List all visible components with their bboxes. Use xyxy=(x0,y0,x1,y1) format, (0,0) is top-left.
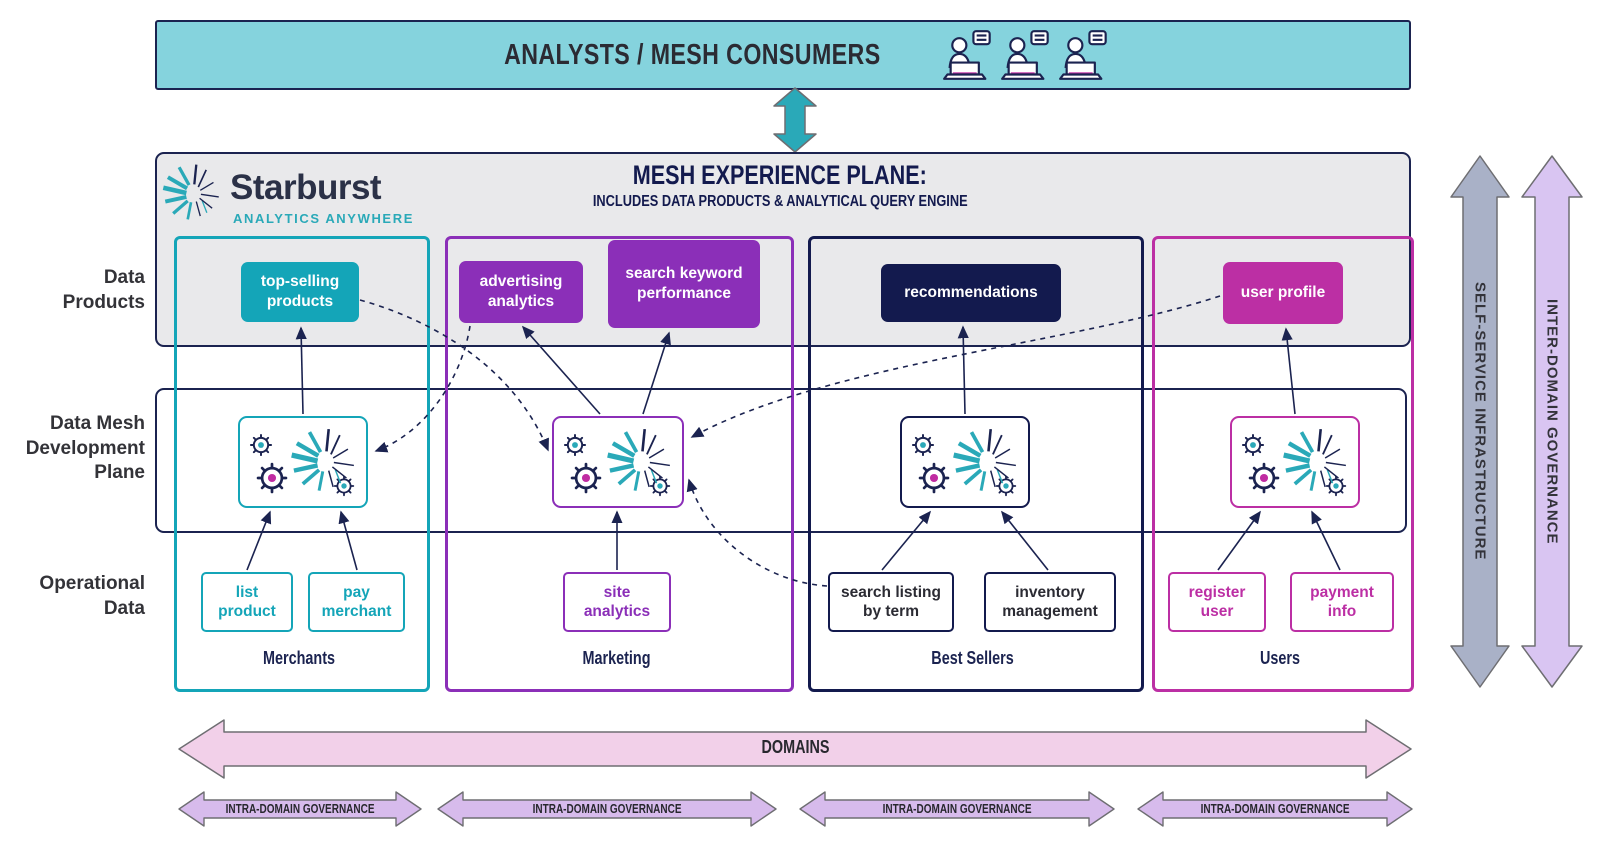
domain-label-best-sellers: Best Sellers xyxy=(808,648,1138,669)
analyst-group-icons xyxy=(943,29,1109,81)
data-product-advertising-analytics: advertising analytics xyxy=(459,261,583,323)
inter-domain-governance-arrow xyxy=(1521,155,1583,688)
inter-domain-governance-label: INTER-DOMAIN GOVERNANCE xyxy=(1543,298,1561,545)
dev-plane-box-best-sellers xyxy=(900,416,1030,508)
data-product-search-keyword-performance: search keyword performance xyxy=(608,240,760,328)
operational-pay-merchant: pay merchant xyxy=(308,572,405,632)
analysts-banner-label: ANALYSTS / MESH CONSUMERS xyxy=(503,38,881,71)
intra-label-best-sellers-text: INTRA-DOMAIN GOVERNANCE xyxy=(882,802,1032,816)
domain-label-best-sellers-text: Best Sellers xyxy=(931,648,1015,668)
gear-icon xyxy=(254,460,290,496)
operational-register-user: register user xyxy=(1168,572,1266,632)
domain-label-marketing-text: Marketing xyxy=(582,648,651,668)
operational-payment-info: payment info xyxy=(1290,572,1394,632)
gear-icon xyxy=(1246,460,1282,496)
domain-column-marketing xyxy=(445,236,794,692)
gear-icon xyxy=(562,432,588,458)
starburst-icon xyxy=(950,424,1024,498)
starburst-logo-tagline: ANALYTICS ANYWHERE xyxy=(233,211,414,226)
domain-label-users: Users xyxy=(1152,648,1408,669)
gear-icon xyxy=(916,460,952,496)
banner-plane-connector-arrow xyxy=(773,87,817,153)
intra-label-users-text: INTRA-DOMAIN GOVERNANCE xyxy=(1200,802,1350,816)
data-product-top-selling-products: top-selling products xyxy=(241,262,359,322)
domains-arrow-label-text: DOMAINS xyxy=(761,737,829,757)
gear-icon xyxy=(910,432,936,458)
gear-icon xyxy=(568,460,604,496)
intra-label-users: INTRA-DOMAIN GOVERNANCE xyxy=(1137,800,1413,818)
mesh-experience-plane-title: MESH EXPERIENCE PLANE: INCLUDES DATA PRO… xyxy=(300,160,1260,211)
intra-label-marketing: INTRA-DOMAIN GOVERNANCE xyxy=(437,800,777,818)
intra-label-best-sellers: INTRA-DOMAIN GOVERNANCE xyxy=(799,800,1115,818)
person-laptop-icon xyxy=(1001,29,1051,81)
intra-domain-governance-arrow-best-sellers xyxy=(799,791,1115,827)
starburst-logo-wordmark: Starburst xyxy=(230,168,382,207)
domain-label-marketing: Marketing xyxy=(445,648,788,669)
data-product-recommendations: recommendations xyxy=(881,264,1061,322)
operational-search-listing-by-term: search listing by term xyxy=(828,572,954,632)
operational-inventory-management: inventory management xyxy=(984,572,1116,632)
row-label-development-plane: Data Mesh Development Plane xyxy=(25,413,145,484)
row-label-operational-data: Operational Data xyxy=(39,573,145,619)
domains-arrow xyxy=(178,719,1412,779)
self-service-infrastructure-label: SELF-SERVICE INFRASTRUCTURE xyxy=(1471,282,1489,561)
intra-domain-governance-arrow-merchants xyxy=(178,791,422,827)
person-laptop-icon xyxy=(1059,29,1109,81)
plane-subtitle-text: INCLUDES DATA PRODUCTS & ANALYTICAL QUER… xyxy=(592,193,968,210)
operational-list-product: list product xyxy=(201,572,293,632)
domains-arrow-label: DOMAINS xyxy=(178,737,1412,758)
self-service-infrastructure-arrow xyxy=(1450,155,1510,688)
intra-domain-governance-arrow-marketing xyxy=(437,791,777,827)
row-label-data-products: Data Products xyxy=(62,267,145,313)
gear-icon xyxy=(1240,432,1266,458)
gear-icon xyxy=(248,432,274,458)
starburst-logo-icon xyxy=(160,160,226,226)
starburst-icon xyxy=(1280,424,1354,498)
data-product-user-profile: user profile xyxy=(1223,262,1343,324)
intra-label-merchants: INTRA-DOMAIN GOVERNANCE xyxy=(178,800,422,818)
domain-column-best-sellers xyxy=(808,236,1144,692)
domain-column-users xyxy=(1152,236,1414,692)
domain-column-merchants xyxy=(174,236,430,692)
dev-plane-box-marketing xyxy=(552,416,684,508)
starburst-icon xyxy=(604,424,678,498)
analysts-banner: ANALYSTS / MESH CONSUMERS xyxy=(155,20,1411,90)
operational-site-analytics: site analytics xyxy=(563,572,671,632)
intra-label-merchants-text: INTRA-DOMAIN GOVERNANCE xyxy=(225,802,375,816)
domain-label-merchants-text: Merchants xyxy=(262,648,336,668)
dev-plane-box-users xyxy=(1230,416,1360,508)
intra-domain-governance-arrow-users xyxy=(1137,791,1413,827)
starburst-icon xyxy=(288,424,362,498)
plane-title-text: MESH EXPERIENCE PLANE: xyxy=(632,160,928,190)
domain-label-merchants: Merchants xyxy=(174,648,424,669)
person-laptop-icon xyxy=(943,29,993,81)
intra-label-marketing-text: INTRA-DOMAIN GOVERNANCE xyxy=(532,802,682,816)
dev-plane-box-merchants xyxy=(238,416,368,508)
domain-label-users-text: Users xyxy=(1259,648,1301,668)
